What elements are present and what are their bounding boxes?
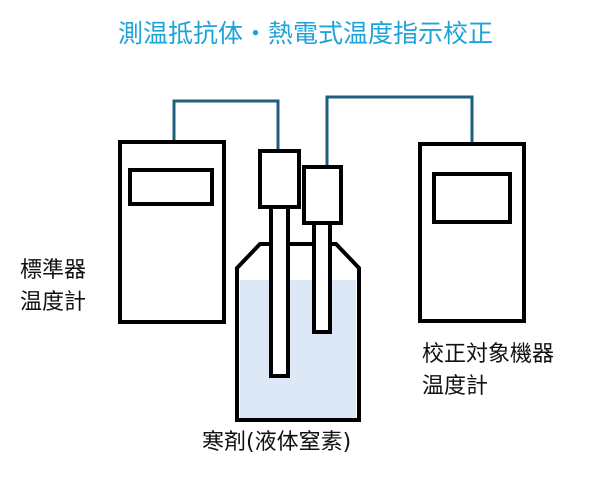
target-thermometer-display	[432, 172, 512, 224]
coolant-flask	[235, 242, 361, 422]
standard-probe-stem	[269, 204, 290, 378]
target-probe-stem	[312, 220, 332, 334]
standard-thermometer-label: 標準器 温度計	[20, 255, 86, 319]
target-thermometer-label: 校正対象機器 温度計	[422, 339, 554, 403]
target-probe-head	[302, 165, 343, 225]
wire-standard	[172, 99, 280, 150]
coolant-label: 寒剤(液体窒素)	[202, 430, 352, 455]
target-thermometer-device	[418, 142, 526, 323]
coolant-liquid	[240, 280, 356, 418]
standard-thermometer-label-line2: 温度計	[20, 290, 87, 315]
wire-target	[325, 95, 474, 166]
standard-thermometer-display	[128, 168, 214, 206]
diagram-title: 測温抵抗体・熱電式温度指示校正	[117, 19, 493, 48]
standard-thermometer-label-line1: 標準器	[20, 258, 87, 283]
standard-probe-head	[258, 149, 301, 209]
target-thermometer-label-line2: 温度計	[422, 374, 489, 399]
target-thermometer-label-line1: 校正対象機器	[422, 342, 555, 367]
